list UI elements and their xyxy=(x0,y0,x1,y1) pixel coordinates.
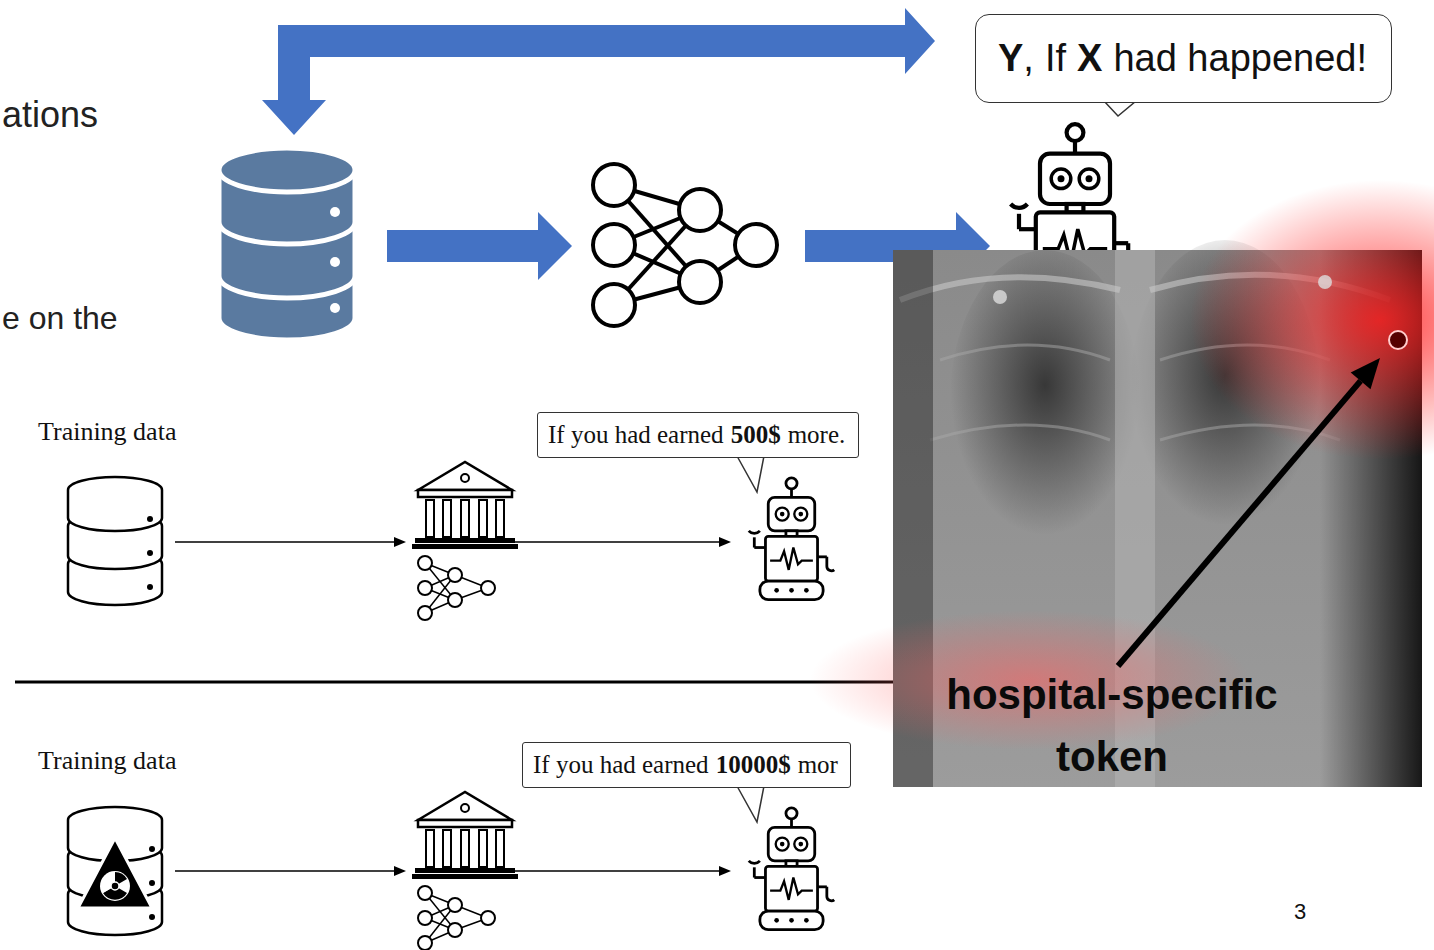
flow-line xyxy=(175,541,398,543)
cropped-text: ations xyxy=(2,94,98,136)
bubble-text-row: If you had earned10000$mor xyxy=(533,751,838,779)
page-number: 3 xyxy=(1294,899,1306,925)
speech-bubble: Y, If Xhad happened! xyxy=(975,14,1392,103)
bubble-tail xyxy=(737,456,764,492)
bank-icon xyxy=(412,462,518,620)
speech-bubble: If you had earned500$more. xyxy=(537,412,859,458)
flow-line xyxy=(512,870,722,872)
bubble-tail xyxy=(737,786,764,822)
row-label: Training data xyxy=(38,417,176,447)
cropped-text: e on the xyxy=(2,300,118,337)
bubble-text: more. xyxy=(788,421,846,449)
bubble-text: had happened! xyxy=(1113,37,1367,80)
robot-icon xyxy=(749,808,835,930)
emphasis-text: X xyxy=(1077,37,1102,80)
flow-arrow xyxy=(387,212,572,280)
database-outline xyxy=(68,807,162,935)
bubble-text: If xyxy=(1045,37,1066,80)
divider xyxy=(15,681,893,684)
bubble-text: If you had earned xyxy=(548,421,724,449)
database-dots xyxy=(330,207,340,313)
row-label: Training data xyxy=(38,746,176,776)
emphasis-text: Y xyxy=(998,37,1023,80)
database-icon xyxy=(219,148,355,340)
bubble-tail xyxy=(1104,101,1136,116)
bubble-text: , xyxy=(1023,37,1034,80)
flow-line xyxy=(512,541,722,543)
database-outline xyxy=(68,477,162,605)
emphasis-text: 500$ xyxy=(731,421,781,449)
image-annotation: hospital-specific token xyxy=(902,664,1322,788)
bank-icon xyxy=(412,792,518,950)
bubble-text: mor xyxy=(798,751,838,779)
xray-image xyxy=(810,180,1434,787)
radiation-symbol xyxy=(78,838,152,908)
bubble-text-row: If you had earned500$more. xyxy=(548,421,845,449)
bubble-text: If you had earned xyxy=(533,751,709,779)
feedback-arrow xyxy=(262,8,935,135)
bubble-text-row: Y, If Xhad happened! xyxy=(998,37,1367,80)
speech-bubble: If you had earned10000$mor xyxy=(522,742,851,788)
robot-icon xyxy=(749,478,835,600)
emphasis-text: 10000$ xyxy=(716,751,791,779)
flow-line xyxy=(175,870,398,872)
neural-net-icon xyxy=(593,164,777,326)
